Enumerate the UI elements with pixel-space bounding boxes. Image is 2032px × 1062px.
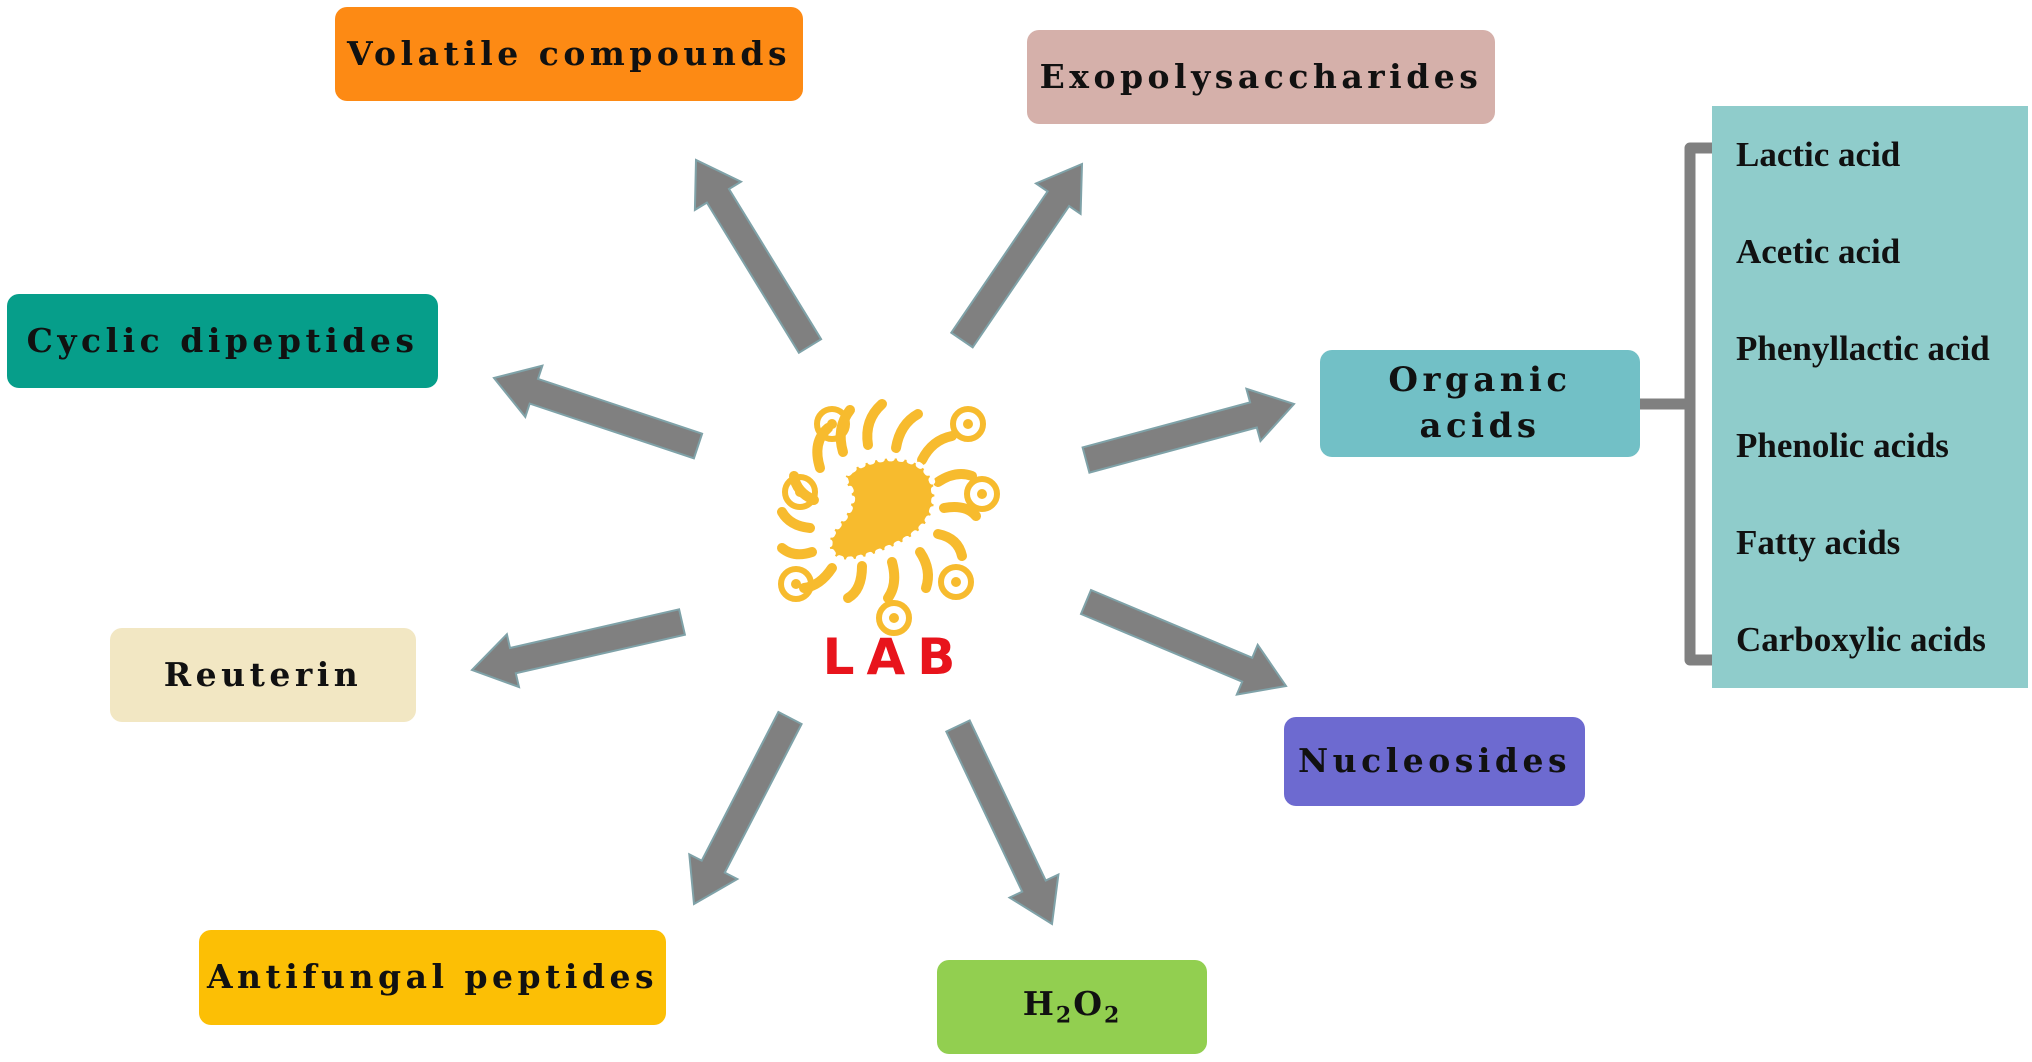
antifungal-peptides-label: Antifungal peptides bbox=[206, 957, 659, 997]
organic-acids-box: Organic acids bbox=[1320, 350, 1640, 457]
acid-item: Phenolic acids bbox=[1736, 425, 1949, 465]
acid-item: Acetic acid bbox=[1736, 231, 1901, 271]
cyclic-dipeptides-label: Cyclic dipeptides bbox=[26, 320, 419, 360]
exopolysaccharides-box: Exopolysaccharides bbox=[1027, 30, 1495, 124]
hydrogen-peroxide-label: H2O2 bbox=[1023, 982, 1122, 1031]
h2o2-sub-1: 2 bbox=[1055, 1002, 1074, 1029]
nucleosides-box: Nucleosides bbox=[1284, 717, 1585, 806]
reuterin-box: Reuterin bbox=[110, 628, 416, 722]
arrow-to-cyclic-dipeptides bbox=[492, 364, 704, 460]
floating-particles bbox=[778, 406, 1000, 636]
h2o2-h: H bbox=[1022, 984, 1056, 1024]
acid-item: Fatty acids bbox=[1736, 522, 1901, 562]
arrow-to-exopolysaccharides bbox=[949, 162, 1084, 349]
volatile-compounds-label: Volatile compounds bbox=[346, 33, 792, 73]
arrow-to-organic-acids bbox=[1081, 387, 1296, 474]
arrow-to-h2o2 bbox=[944, 719, 1060, 926]
arrow-to-reuterin bbox=[470, 608, 687, 689]
acid-item: Carboxylic acids bbox=[1736, 619, 1986, 659]
nucleosides-label: Nucleosides bbox=[1297, 741, 1572, 781]
antifungal-peptides-box: Antifungal peptides bbox=[199, 930, 666, 1025]
lab-label: LAB bbox=[822, 628, 968, 686]
organic-acids-label-line1: Organic bbox=[1388, 359, 1572, 400]
organic-acids-label-line2: acids bbox=[1419, 405, 1541, 446]
arrow-to-antifungal-peptides bbox=[688, 710, 803, 906]
arrow-to-volatile-compounds bbox=[693, 158, 823, 355]
arrow-to-nucleosides bbox=[1079, 588, 1288, 696]
organic-acids-label: Organic acids bbox=[1388, 358, 1571, 450]
volatile-compounds-box: Volatile compounds bbox=[335, 7, 803, 101]
bacterium-body bbox=[826, 455, 938, 563]
organic-acids-list: Lactic acid Acetic acid Phenyllactic aci… bbox=[1712, 106, 2028, 688]
reuterin-label: Reuterin bbox=[163, 654, 363, 694]
acid-item: Lactic acid bbox=[1736, 134, 1901, 174]
particle-cores bbox=[791, 419, 987, 623]
hydrogen-peroxide-box: H2O2 bbox=[937, 960, 1207, 1054]
cyclic-dipeptides-box: Cyclic dipeptides bbox=[7, 294, 438, 388]
exopolysaccharides-label: Exopolysaccharides bbox=[1039, 56, 1483, 96]
acid-item: Phenyllactic acid bbox=[1736, 328, 1990, 368]
bracket-connector bbox=[1640, 142, 1712, 666]
h2o2-sub-2: 2 bbox=[1103, 1002, 1122, 1029]
h2o2-o: O bbox=[1073, 984, 1104, 1024]
